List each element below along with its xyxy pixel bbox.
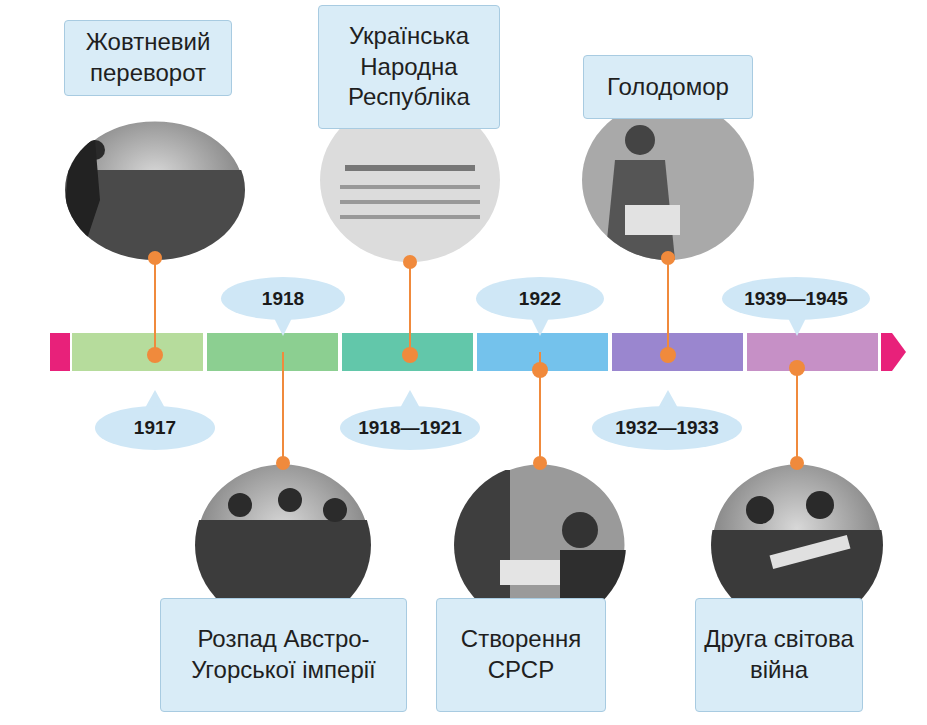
year-label: 1917 [134,417,176,439]
event-box: Українська Народна Республіка [318,5,500,129]
leader-lines [155,258,797,463]
leader-dot [532,362,548,378]
bar-segment [612,333,743,371]
event-box: Жовтневий переворот [64,20,232,96]
doc-line [340,185,480,189]
event-label: Українська Народна Республіка [327,21,491,113]
event-box: Голодомор [583,55,753,119]
text-group: 1917 [134,417,176,439]
leader-dot [403,255,417,269]
year-bubble: 1917 [95,406,215,450]
text-group: Друга світова війна [704,624,854,685]
leader-line [154,258,156,355]
text-group: Голодомор [607,72,729,103]
event-label: Розпад Австро-Угорської імперії [169,624,398,685]
leader-dot [148,251,162,265]
event-box: Створення СРСР [436,598,606,712]
timeline-bar [50,333,906,371]
leader-dot [276,456,290,470]
leader-dot [790,456,804,470]
photo-holodomor [580,100,760,260]
bar-segment [747,333,878,371]
leader-dot [533,456,547,470]
year-label: 1918—1921 [358,417,462,439]
event-box: Розпад Австро-Угорської імперії [160,598,407,712]
leader-dot [661,251,675,265]
leader-dot [789,360,805,376]
event-label: Друга світова війна [704,624,854,685]
leader-line [796,368,798,463]
bar-segment [72,333,203,371]
bar-segment [342,333,473,371]
leader-dots [147,251,805,470]
event-label: Створення СРСР [445,624,597,685]
photo-content [60,140,250,270]
document [320,125,500,265]
paper [625,205,680,235]
leader-line [667,258,669,355]
event-box: Друга світова війна [695,598,863,712]
photo-content [580,100,760,260]
soldier-head [278,488,302,512]
child-head [625,125,655,155]
year-bubble: 1939—1945 [722,277,870,320]
text-group: 1922 [519,288,561,310]
text-group: Українська Народна Республіка [327,21,491,113]
leader-dot [402,347,418,363]
leader-dot [660,347,676,363]
figure-body [60,140,100,260]
photo-lenin [60,120,250,270]
photo-content [320,125,500,265]
leader-line [282,352,284,463]
bubble-tails [145,316,807,408]
event-label: Голодомор [607,72,729,103]
helmet [806,491,834,519]
year-label: 1939—1945 [744,288,848,310]
doc-line [345,165,475,171]
figure-head [562,512,598,548]
text-group: 1932—1933 [615,417,719,439]
bar-start [50,333,70,371]
doc-line [340,200,480,204]
wall [580,100,760,260]
year-label: 1922 [519,288,561,310]
year-bubble: 1932—1933 [592,406,742,450]
bar-arrow [881,333,906,371]
helmet [746,496,774,524]
text-group: Створення СРСР [445,624,597,685]
soldier-head [228,493,252,517]
text-group: 1939—1945 [744,288,848,310]
text-group: 1918 [262,288,304,310]
event-label: Жовтневий переворот [73,27,223,88]
year-bubble: 1918—1921 [340,406,480,450]
year-label: 1932—1933 [615,417,719,439]
year-label: 1918 [262,288,304,310]
text-group: Жовтневий переворот [73,27,223,88]
doc-line [340,215,480,219]
leader-dot [147,347,163,363]
text-group: 1918—1921 [358,417,462,439]
barrier [770,535,851,569]
year-bubble: 1918 [221,277,345,320]
soldier-head [323,498,347,522]
bar-segment [207,333,338,371]
year-bubble: 1922 [476,277,604,320]
text-group: Розпад Австро-Угорської імперії [169,624,398,685]
leader-line [409,262,411,355]
